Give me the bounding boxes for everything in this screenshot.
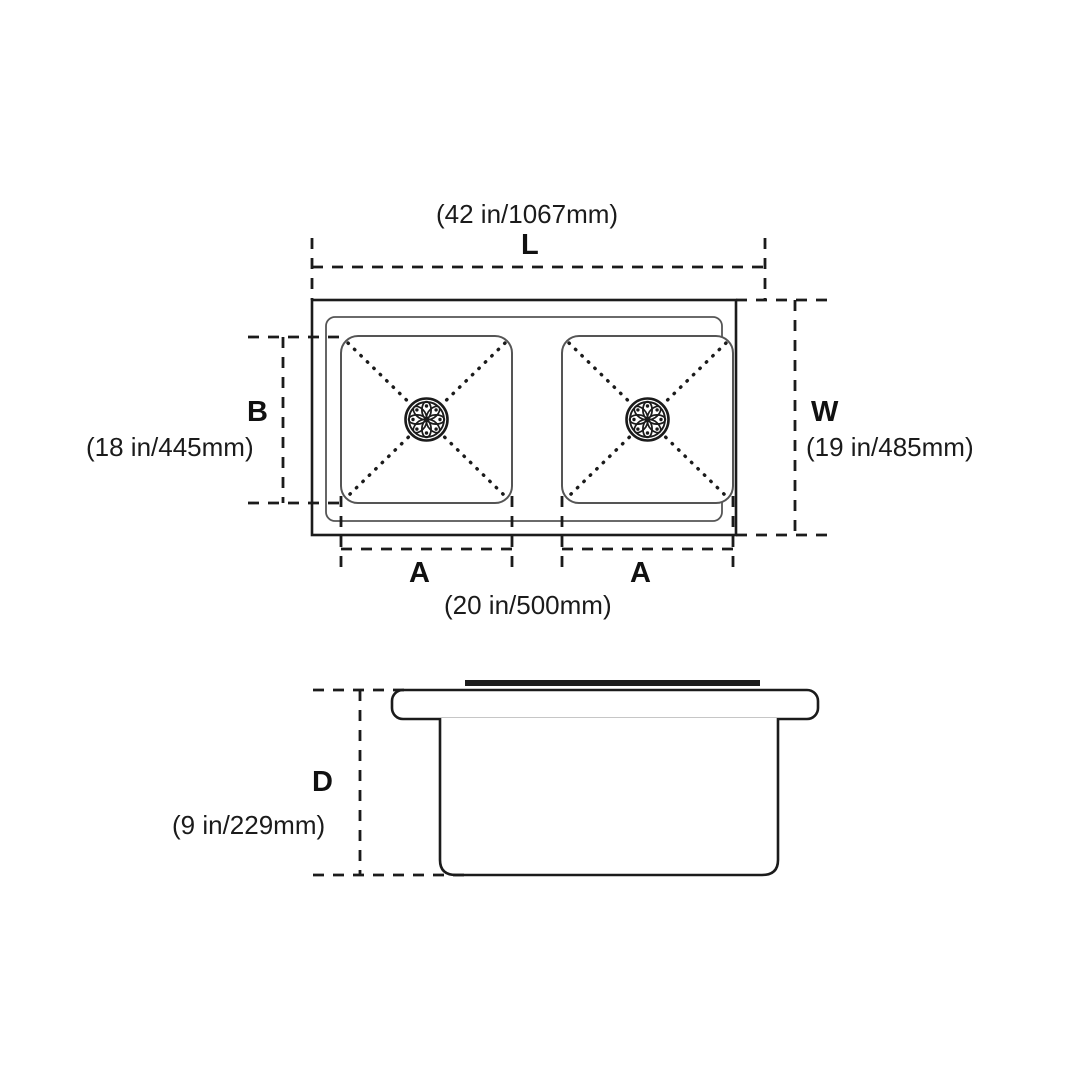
dimension-D-lines bbox=[313, 688, 470, 877]
dimension-label-overall-width-letter: W bbox=[811, 396, 839, 428]
dimension-label-bowl-length-letter-right: A bbox=[630, 557, 651, 589]
dimension-label-length-value: (42 in/1067mm) bbox=[436, 199, 619, 229]
dimension-W-lines bbox=[736, 298, 828, 537]
dimension-label-bowl-width-value: (18 in/445mm) bbox=[86, 432, 254, 462]
dimension-label-depth-value: (9 in/229mm) bbox=[172, 810, 326, 840]
dimension-A-right-lines bbox=[560, 496, 735, 575]
right-drain-strainer bbox=[625, 397, 670, 442]
dimension-label-overall-width-value: (19 in/485mm) bbox=[806, 432, 974, 462]
dimension-label-bowl-length-letter-left: A bbox=[409, 557, 430, 589]
dimension-L-lines bbox=[310, 238, 767, 300]
dimension-B-lines bbox=[248, 335, 345, 505]
dimension-label-length-letter: L bbox=[521, 229, 539, 261]
basin-body bbox=[438, 718, 780, 877]
dimension-label-bowl-width-letter: B bbox=[247, 396, 268, 428]
dimension-label-bowl-length-value: (20 in/500mm) bbox=[444, 590, 612, 620]
dimension-A-left-lines bbox=[339, 496, 514, 575]
dimension-label-depth-letter: D bbox=[312, 766, 333, 798]
sink-rim bbox=[390, 688, 820, 721]
left-drain-strainer bbox=[404, 397, 449, 442]
top-view-group bbox=[248, 238, 828, 575]
side-view-group bbox=[313, 680, 820, 877]
